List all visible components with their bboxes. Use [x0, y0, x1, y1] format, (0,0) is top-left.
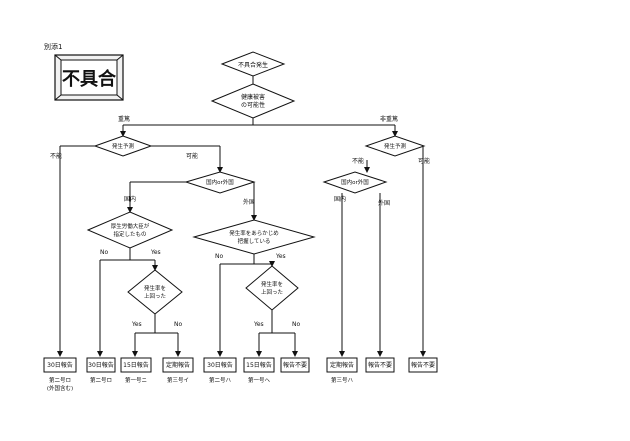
branch-labels: 重篤 非重篤 不能 可能 不能 可能 国内 外国 国内 外国 No Yes No…	[50, 115, 430, 328]
title-plate: 不具合	[54, 54, 124, 101]
svg-text:第三号イ: 第三号イ	[167, 376, 189, 384]
label-possible-right: 可能	[418, 157, 430, 165]
label-serious: 重篤	[118, 115, 130, 123]
rate-exceeded-left-node: 発生率を 上回った	[127, 269, 183, 315]
outcome-7: 報告不要	[280, 357, 310, 373]
svg-text:第三号ハ: 第三号ハ	[331, 376, 354, 384]
svg-text:報告不要: 報告不要	[411, 361, 435, 369]
svg-text:第二号ロ: 第二号ロ	[90, 376, 112, 384]
health-hazard-node: 健康被害 の可能性	[210, 83, 296, 119]
outcome-3: 15日報告 第一号ニ	[120, 357, 152, 384]
svg-text:厚生労働大臣が: 厚生労働大臣が	[111, 222, 150, 230]
svg-text:第一号ニ: 第一号ニ	[125, 376, 147, 384]
label-yes-exceed-left: Yes	[131, 321, 142, 328]
svg-text:第二号ハ: 第二号ハ	[209, 376, 232, 384]
label-possible-left: 可能	[186, 152, 198, 160]
attachment-label: 別添1	[44, 42, 62, 51]
svg-text:30日報告: 30日報告	[47, 361, 73, 369]
label-domestic-right: 国内	[334, 195, 346, 203]
start-node: 不具合発生	[220, 51, 286, 77]
outcome-10: 報告不要	[408, 357, 438, 373]
svg-text:報告不要: 報告不要	[368, 361, 392, 369]
svg-text:発生率をあらかじめ: 発生率をあらかじめ	[229, 229, 279, 237]
svg-text:発生率を: 発生率を	[261, 280, 283, 288]
svg-text:第一号ヘ: 第一号ヘ	[248, 376, 271, 384]
connectors	[57, 75, 426, 357]
label-foreign-right: 外国	[378, 199, 390, 207]
outcome-9: 報告不要	[365, 357, 395, 373]
svg-text:上回った: 上回った	[144, 292, 166, 300]
svg-text:不具合発生: 不具合発生	[238, 61, 268, 69]
minister-designated-node: 厚生労働大臣が 指定したもの	[86, 211, 174, 249]
label-foreign-left: 外国	[243, 198, 255, 206]
outcome-1: 30日報告 第二号ロ (外国含む)	[43, 357, 77, 392]
label-non-serious: 非重篤	[380, 115, 398, 123]
svg-text:上回った: 上回った	[261, 288, 283, 296]
svg-text:報告不要: 報告不要	[283, 361, 307, 369]
outcome-boxes: 30日報告 第二号ロ (外国含む) 30日報告 第二号ロ 15日報告 第一号ニ …	[43, 357, 438, 392]
svg-text:定期報告: 定期報告	[330, 361, 354, 369]
svg-text:の可能性: の可能性	[241, 101, 265, 109]
svg-text:発生率を: 発生率を	[144, 284, 166, 292]
label-impossible-left: 不能	[50, 152, 62, 160]
domestic-foreign-right-node: 国内or外国	[322, 171, 388, 194]
svg-text:定期報告: 定期報告	[166, 361, 190, 369]
outcome-2: 30日報告 第二号ロ	[86, 357, 116, 384]
label-yes-rate-known: Yes	[275, 253, 286, 260]
label-yes-minister: Yes	[150, 249, 161, 256]
svg-text:発生予測: 発生予測	[112, 142, 135, 150]
rate-exceeded-right-node: 発生率を 上回った	[245, 265, 299, 311]
label-no-exceed-right: No	[292, 321, 300, 328]
svg-text:指定したもの: 指定したもの	[113, 230, 146, 238]
domestic-foreign-left-node: 国内or外国	[184, 171, 256, 194]
label-no-exceed-left: No	[174, 321, 182, 328]
svg-text:第二号ロ: 第二号ロ	[49, 376, 71, 384]
label-impossible-right: 不能	[352, 157, 364, 165]
svg-text:15日報告: 15日報告	[123, 361, 149, 369]
svg-text:把握している: 把握している	[238, 237, 271, 245]
svg-text:(外国含む): (外国含む)	[47, 384, 73, 392]
svg-text:発生予測: 発生予測	[384, 142, 407, 150]
outcome-6: 15日報告 第一号ヘ	[243, 357, 275, 384]
label-domestic-left: 国内	[124, 195, 136, 203]
label-no-rate-known: No	[215, 253, 223, 260]
label-no-minister: No	[100, 249, 108, 256]
svg-text:健康被害: 健康被害	[241, 93, 265, 101]
outcome-8: 定期報告 第三号ハ	[326, 357, 358, 384]
svg-text:15日報告: 15日報告	[246, 361, 272, 369]
svg-text:国内or外国: 国内or外国	[206, 178, 234, 186]
predict-left-node: 発生予測	[93, 135, 153, 157]
title-plate-text: 不具合	[62, 68, 117, 90]
rate-known-node: 発生率をあらかじめ 把握している	[192, 219, 316, 255]
svg-text:30日報告: 30日報告	[207, 361, 233, 369]
outcome-4: 定期報告 第三号イ	[162, 357, 194, 384]
predict-right-node: 発生予測	[364, 135, 426, 157]
svg-text:国内or外国: 国内or外国	[341, 178, 369, 186]
label-yes-exceed-right: Yes	[253, 321, 264, 328]
outcome-5: 30日報告 第二号ハ	[203, 357, 237, 384]
svg-text:30日報告: 30日報告	[88, 361, 114, 369]
